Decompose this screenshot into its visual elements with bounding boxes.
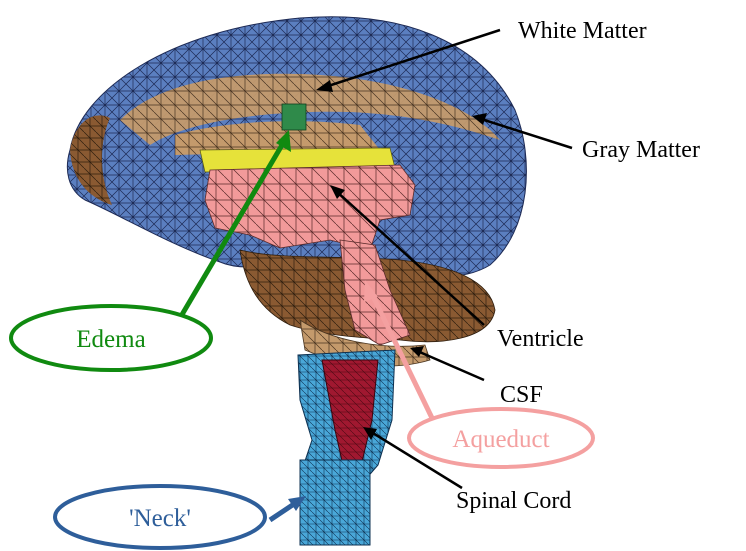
neck-label: 'Neck': [129, 505, 191, 532]
csf-label: CSF: [500, 382, 543, 408]
aqueduct-label: Aqueduct: [452, 426, 549, 453]
spinal-cord-label: Spinal Cord: [456, 488, 571, 514]
csf-leader: [415, 350, 484, 380]
neck-lower-segment: [300, 460, 370, 545]
white-matter-label: White Matter: [518, 18, 647, 44]
brain-mesh: [67, 17, 526, 545]
ventricle-label: Ventricle: [497, 326, 584, 352]
edema-label: Edema: [76, 326, 145, 353]
edema-region: [282, 104, 306, 130]
gray-matter-label: Gray Matter: [582, 137, 700, 163]
neck-callout: 'Neck': [55, 486, 265, 548]
aqueduct-callout: Aqueduct: [409, 409, 593, 467]
edema-callout: Edema: [11, 306, 211, 370]
